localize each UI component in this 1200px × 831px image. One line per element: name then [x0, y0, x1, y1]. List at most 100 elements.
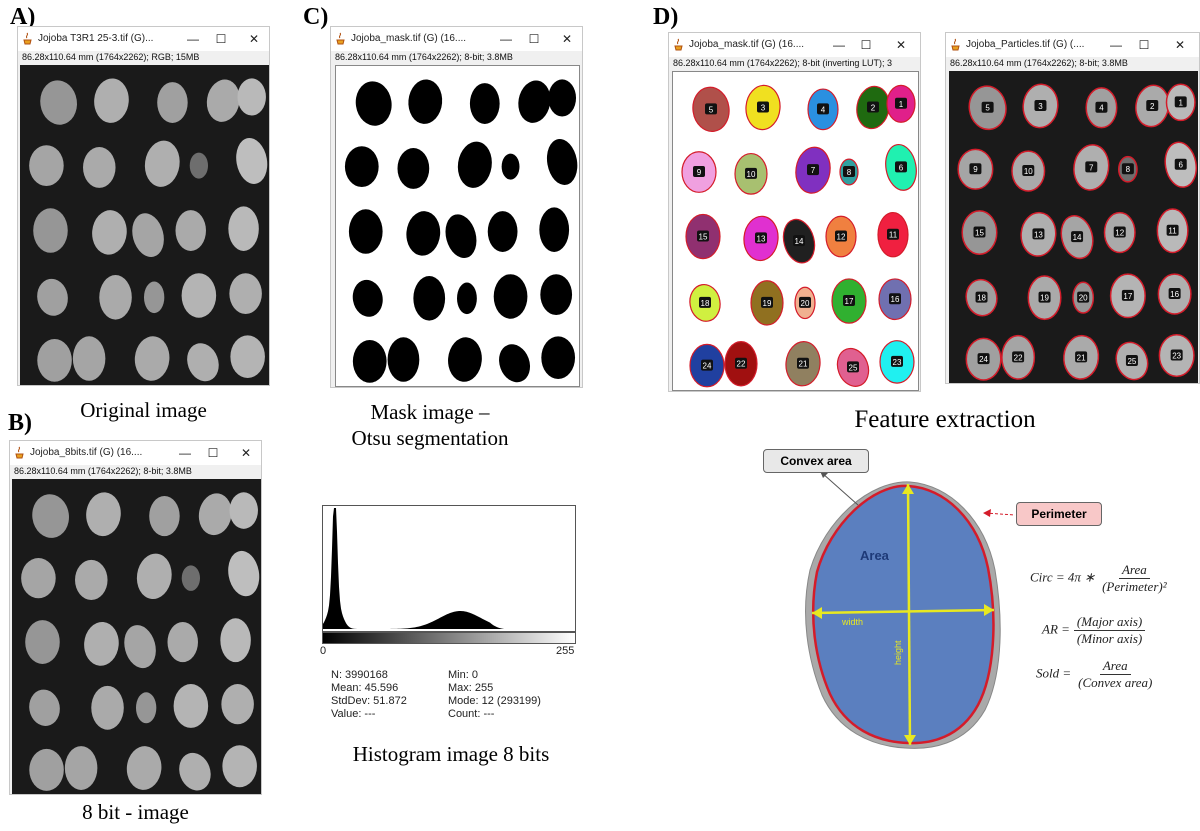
particle-label-box — [835, 230, 847, 242]
seed — [408, 79, 443, 124]
panel-d-particles-titlebar[interactable]: Jojoba_Particles.tif (G) (.... — ☐ ✕ — [946, 33, 1199, 57]
panel-c-caption-line1: Mask image – — [370, 400, 490, 424]
panel-c-mask-image — [335, 65, 580, 387]
seed: 1 — [886, 84, 916, 123]
ar-den: (Minor axis) — [1076, 631, 1143, 646]
minimize-button[interactable]: — — [187, 32, 199, 46]
particle-label: 8 — [847, 168, 852, 177]
maximize-button[interactable]: ☐ — [207, 446, 219, 460]
maximize-button[interactable]: ☐ — [1138, 38, 1150, 52]
particle-label-box — [1075, 351, 1088, 363]
maximize-button[interactable]: ☐ — [528, 32, 540, 46]
seed: 1 — [1165, 83, 1196, 122]
seed — [355, 81, 392, 126]
particle-label: 6 — [899, 163, 904, 172]
particle-label: 8 — [1126, 165, 1131, 174]
height-axis-line — [906, 483, 912, 746]
sold-den: (Convex area) — [1078, 675, 1153, 690]
seed: 7 — [795, 146, 831, 194]
seed — [228, 206, 259, 251]
close-button[interactable]: ✕ — [895, 38, 907, 52]
seed — [457, 141, 492, 188]
panel-d-mask-window-title: Jojoba_mask.tif (G) (16.... — [689, 39, 805, 50]
particle-label: 24 — [703, 362, 712, 371]
panel-a-image — [20, 65, 269, 385]
seed — [132, 213, 164, 258]
particle-label: 21 — [1077, 353, 1086, 362]
panel-a-titlebar[interactable]: Jojoba T3R1 25-3.tif (G)... — ☐ ✕ — [18, 27, 269, 51]
particle-label-box — [799, 296, 811, 308]
seed: 21 — [1063, 334, 1100, 380]
panel-c-window[interactable]: Jojoba_mask.tif (G) (16.... — ☐ ✕ 86.28x… — [330, 26, 583, 388]
particle-label-box — [755, 232, 767, 244]
seed — [167, 621, 198, 663]
panel-d-mask-titlebar[interactable]: Jojoba_mask.tif (G) (16.... — ☐ ✕ — [669, 33, 920, 57]
particle-label-box — [807, 164, 819, 176]
panel-c-titlebar[interactable]: Jojoba_mask.tif (G) (16.... — ☐ ✕ — [331, 27, 582, 51]
seed — [29, 145, 64, 187]
particle-label: 7 — [811, 166, 816, 175]
seed: 15 — [961, 210, 998, 256]
seed: 12 — [1103, 211, 1136, 254]
minimize-button[interactable]: — — [500, 32, 512, 46]
panel-b-image-info: 86.28x110.64 mm (1764x2262); 8-bit; 3.8M… — [14, 466, 192, 476]
close-button[interactable]: ✕ — [1174, 38, 1186, 52]
stat-n: N: 3990168 — [331, 669, 388, 681]
seed — [501, 153, 520, 180]
particle-label-box — [735, 357, 747, 369]
close-button[interactable]: ✕ — [248, 32, 260, 46]
minimize-button[interactable]: — — [833, 38, 845, 52]
circ-lhs: Circ = 4π ∗ — [1030, 569, 1096, 585]
close-button[interactable]: ✕ — [240, 446, 252, 460]
panel-d-mask-window[interactable]: Jojoba_mask.tif (G) (16.... — ☐ ✕ 86.28x… — [668, 32, 921, 392]
seed — [237, 78, 266, 116]
seed: 2 — [1135, 84, 1170, 128]
minimize-button[interactable]: — — [1110, 38, 1122, 52]
width-label: width — [842, 617, 864, 627]
convex-area-label: Convex area — [763, 449, 869, 473]
sold-lhs: Sold = — [1036, 665, 1072, 681]
minimize-button[interactable]: — — [179, 446, 191, 460]
particle-label-box — [699, 296, 711, 308]
seed — [229, 492, 258, 529]
maximize-button[interactable]: ☐ — [860, 38, 872, 52]
seed — [181, 565, 201, 591]
particle-label: 9 — [973, 165, 978, 174]
width-arrow-right — [984, 604, 994, 616]
ar-num: (Major axis) — [1073, 614, 1146, 631]
particle-label: 6 — [1178, 161, 1183, 170]
seed: 16 — [878, 278, 912, 321]
panel-b-window-title: Jojoba_8bits.tif (G) (16.... — [30, 447, 143, 458]
seed: 9 — [681, 151, 717, 193]
particle-label: 18 — [701, 299, 710, 308]
panel-b-titlebar[interactable]: Jojoba_8bits.tif (G) (16.... — ☐ ✕ — [10, 441, 261, 465]
seed — [499, 344, 531, 383]
particle-label-box — [975, 291, 988, 303]
particle-label-box — [847, 361, 859, 373]
particle-label: 20 — [801, 299, 810, 308]
panel-b-window[interactable]: Jojoba_8bits.tif (G) (16.... — ☐ ✕ 86.28… — [9, 440, 262, 795]
histogram-axis-min: 0 — [320, 645, 327, 657]
seed — [230, 335, 265, 379]
seed — [189, 152, 209, 179]
seed: 13 — [1020, 211, 1057, 257]
seed: 18 — [689, 283, 721, 322]
seed — [75, 559, 108, 601]
seed: 11 — [877, 211, 909, 258]
panel-a-window[interactable]: Jojoba T3R1 25-3.tif (G)... — ☐ ✕ 86.28x… — [17, 26, 270, 386]
particle-label: 17 — [845, 297, 854, 306]
seed: 3 — [1022, 83, 1059, 129]
seed — [457, 282, 477, 315]
particle-label: 19 — [1040, 294, 1049, 303]
close-button[interactable]: ✕ — [561, 32, 573, 46]
seed — [541, 336, 576, 380]
stat-count: Count: --- — [448, 708, 495, 720]
particle-label-box — [891, 355, 903, 367]
maximize-button[interactable]: ☐ — [215, 32, 227, 46]
seed — [387, 337, 420, 382]
histogram-bars — [323, 508, 573, 629]
seed — [134, 336, 170, 381]
panel-d-particles-window[interactable]: Jojoba_Particles.tif (G) (.... — ☐ ✕ 86.… — [945, 32, 1200, 384]
particle-label-box — [1174, 158, 1187, 170]
seed — [157, 82, 188, 123]
